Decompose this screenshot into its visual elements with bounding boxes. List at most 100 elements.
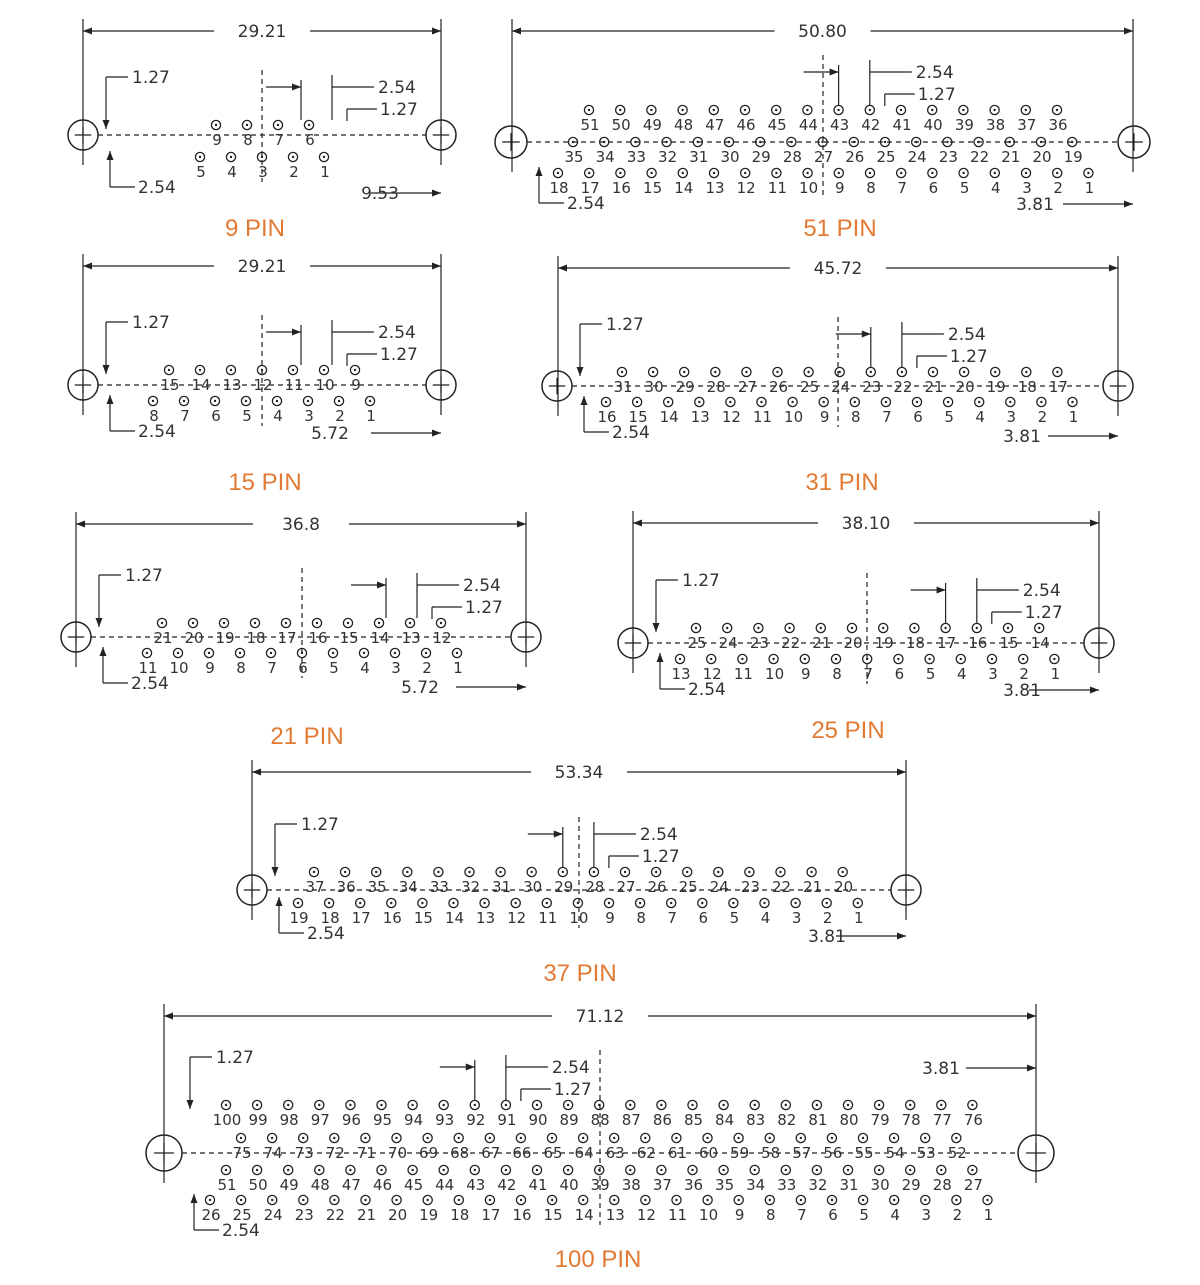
pin-number-label: 6	[895, 665, 905, 683]
pin-number-label: 32	[461, 878, 480, 896]
pin-icon	[764, 1194, 776, 1206]
pin-number-label: 20	[843, 634, 862, 652]
pin-center	[408, 621, 412, 625]
pin-icon	[282, 1164, 294, 1176]
pin-number-label: 16	[383, 909, 402, 927]
pin-icon	[799, 653, 811, 665]
pin-number-label: 9	[205, 659, 215, 677]
pin-icon	[967, 1164, 978, 1176]
pin-center	[915, 400, 919, 404]
pin-number-label: 10	[169, 659, 188, 677]
pin-center	[994, 370, 997, 374]
pin-number-label: 8	[851, 408, 861, 426]
pin-icon	[515, 1132, 527, 1144]
arrowhead	[432, 189, 441, 197]
pin-number-label: 28	[707, 378, 726, 396]
pin-center	[928, 657, 931, 661]
pin-number-label: 14	[370, 629, 389, 647]
pin-number-label: 10	[784, 408, 803, 426]
pin-number-label: 14	[1031, 634, 1050, 652]
pin-number-label: 5	[329, 659, 339, 677]
arrowhead	[633, 519, 642, 527]
pin-number-label: 11	[768, 179, 787, 197]
pin-icon	[989, 104, 1000, 116]
pin-center	[198, 368, 202, 372]
pin-number-label: 86	[653, 1111, 672, 1129]
pin-number-label: 8	[236, 659, 246, 677]
pin-icon	[780, 1164, 792, 1176]
pin-icon	[982, 1194, 993, 1206]
pin-center	[790, 140, 793, 144]
pin-icon	[280, 617, 292, 629]
pin-center	[331, 651, 335, 655]
pin-number-label: 9	[605, 909, 615, 927]
pin-number-label: 28	[585, 878, 604, 896]
pin-icon	[593, 1099, 605, 1111]
pin-icon	[795, 1132, 807, 1144]
pin-center	[909, 1103, 912, 1107]
pin-icon	[469, 1164, 481, 1176]
pin-number-label: 14	[674, 179, 693, 197]
pin-icon	[955, 653, 967, 665]
pin-icon	[677, 104, 688, 116]
pin-icon	[311, 617, 323, 629]
pin-number-label: 24	[908, 148, 927, 166]
pin-center	[270, 1136, 274, 1140]
pin-number-label: 1	[1051, 665, 1061, 683]
mounting-hole-icon	[1117, 125, 1151, 159]
pin-number-label: 28	[933, 1176, 952, 1194]
mounting-hole-icon	[1102, 370, 1134, 402]
pin-number-label: 25	[876, 148, 895, 166]
pin-icon	[846, 622, 858, 634]
pin-number-label: 23	[939, 148, 958, 166]
pin-center	[946, 400, 950, 404]
pin-number-label: 6	[298, 659, 308, 677]
row-offset-label: 2.54	[688, 680, 726, 700]
pin-icon	[936, 1099, 947, 1111]
pin-number-label: 94	[404, 1111, 423, 1129]
pin-center	[978, 400, 981, 404]
pin-center	[208, 1198, 212, 1202]
pin-center	[619, 108, 622, 112]
pin-icon	[790, 897, 801, 909]
pin-center	[748, 870, 751, 874]
pin-number-label: 44	[435, 1176, 454, 1194]
pin-center	[772, 657, 775, 661]
pin-icon	[973, 136, 984, 148]
edge-offset-label: 3.81	[808, 927, 846, 947]
pin-center	[681, 171, 684, 175]
pin-center	[900, 370, 904, 374]
pin-center	[861, 1136, 865, 1140]
side-offset-label: 1.27	[125, 566, 163, 586]
pin-number-label: 9	[820, 408, 830, 426]
arrowhead	[558, 264, 567, 272]
pin-center	[576, 901, 580, 905]
pin-center	[160, 621, 164, 625]
pin-center	[275, 399, 279, 403]
pin-center	[452, 901, 455, 905]
pin-icon	[692, 136, 704, 148]
pin-icon	[795, 1194, 807, 1206]
pin-center	[665, 140, 668, 144]
arrowhead	[432, 27, 441, 35]
pin-icon	[282, 1099, 294, 1111]
pin-icon	[771, 167, 782, 179]
pin-icon	[911, 396, 923, 408]
pin-icon	[469, 1099, 481, 1111]
pin-center	[239, 1136, 243, 1140]
pin-number-label: 4	[360, 659, 370, 677]
pin-number-label: 16	[512, 1206, 531, 1224]
pin-center	[837, 171, 840, 175]
edge-offset-label: 5.72	[311, 424, 349, 444]
edge-offset-label: 3.81	[1003, 427, 1041, 447]
pin-center	[760, 400, 763, 404]
pin-center	[1056, 370, 1059, 374]
pin-center	[940, 1103, 943, 1107]
pin-center	[877, 1103, 881, 1107]
pitch-label: 2.54	[552, 1058, 590, 1078]
pin-icon	[852, 897, 864, 909]
pin-center	[442, 1103, 445, 1107]
pin-number-label: 31	[689, 148, 708, 166]
